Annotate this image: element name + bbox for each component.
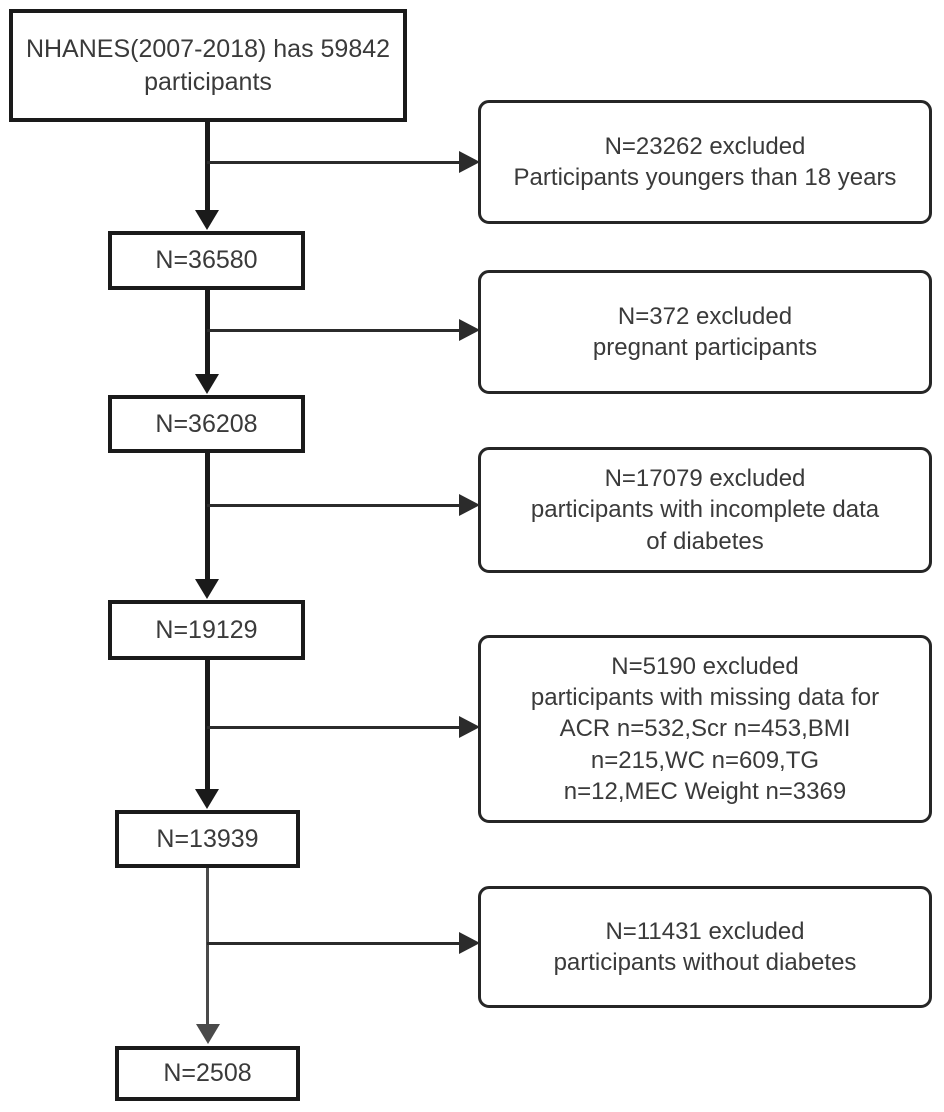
connector-branch-4 [207, 726, 472, 729]
node-exclusion-pregnant-label: N=372 excluded pregnant participants [592, 302, 818, 361]
node-exclusion-incomplete-diabetes-data[interactable]: N=17079 excluded participants with incom… [478, 447, 932, 573]
arrow-right-1 [459, 151, 480, 173]
node-initial-cohort[interactable]: NHANES(2007-2018) has 59842 participants [9, 9, 407, 122]
arrow-right-3 [459, 494, 480, 516]
node-after-missing-data-filter[interactable]: N=13939 [115, 810, 300, 868]
connector-trunk-4 [205, 660, 210, 791]
arrow-down-2 [195, 374, 219, 394]
node-after-pregnancy-filter-label: N=36208 [155, 409, 258, 438]
node-after-age-filter-label: N=36580 [155, 246, 258, 275]
node-exclusion-age-label: N=23262 excluded Participants youngers t… [513, 132, 897, 191]
connector-branch-2 [207, 329, 472, 332]
connector-trunk-5 [206, 868, 209, 1026]
node-exclusion-missing-covariates[interactable]: N=5190 excluded participants with missin… [478, 635, 932, 823]
node-exclusion-incomplete-diabetes-data-label: N=17079 excluded participants with incom… [530, 465, 880, 555]
node-after-missing-data-filter-label: N=13939 [156, 824, 259, 853]
node-after-pregnancy-filter[interactable]: N=36208 [108, 395, 305, 453]
connector-trunk-3 [205, 453, 210, 581]
arrow-down-5 [196, 1024, 220, 1044]
node-after-age-filter[interactable]: N=36580 [108, 231, 305, 290]
node-after-diabetes-data-filter-label: N=19129 [155, 615, 258, 644]
arrow-down-3 [195, 579, 219, 599]
arrow-right-2 [459, 319, 480, 341]
node-exclusion-without-diabetes[interactable]: N=11431 excluded participants without di… [478, 886, 932, 1008]
connector-branch-1 [207, 161, 472, 164]
arrow-right-5 [459, 932, 480, 954]
connector-trunk-1 [205, 122, 210, 212]
node-final-cohort-label: N=2508 [163, 1059, 252, 1088]
node-exclusion-missing-covariates-label: N=5190 excluded participants with missin… [530, 653, 880, 805]
node-exclusion-without-diabetes-label: N=11431 excluded participants without di… [553, 917, 857, 976]
arrow-down-1 [195, 210, 219, 230]
node-exclusion-age[interactable]: N=23262 excluded Participants youngers t… [478, 100, 932, 224]
connector-branch-3 [207, 504, 472, 507]
connector-trunk-2 [205, 290, 210, 376]
connector-branch-5 [207, 942, 472, 945]
arrow-down-4 [195, 789, 219, 809]
node-initial-cohort-label: NHANES(2007-2018) has 59842 participants [25, 35, 391, 96]
arrow-right-4 [459, 716, 480, 738]
node-final-cohort[interactable]: N=2508 [115, 1046, 300, 1101]
node-after-diabetes-data-filter[interactable]: N=19129 [108, 600, 305, 660]
node-exclusion-pregnant[interactable]: N=372 excluded pregnant participants [478, 270, 932, 394]
